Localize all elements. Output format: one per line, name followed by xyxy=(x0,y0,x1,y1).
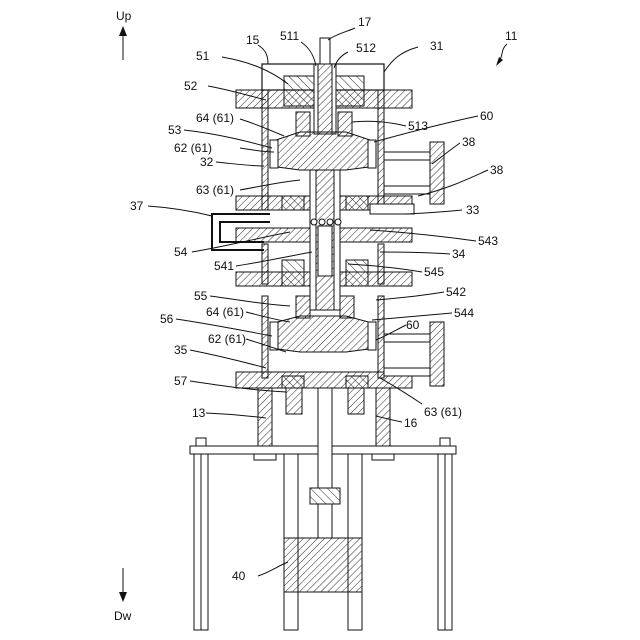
label-512: 512 xyxy=(356,41,376,55)
label-13: 13 xyxy=(192,406,206,420)
label-60-upper: 60 xyxy=(480,109,494,123)
figure-ref-label: 11 xyxy=(505,29,518,43)
label-34: 34 xyxy=(452,247,466,261)
label-64-61-upper: 64 (61) xyxy=(196,111,234,125)
label-32: 32 xyxy=(200,155,214,169)
label-15: 15 xyxy=(246,33,260,47)
label-542: 542 xyxy=(446,285,466,299)
label-52: 52 xyxy=(184,79,198,93)
up-label: Up xyxy=(116,9,132,23)
label-56: 56 xyxy=(160,312,174,326)
label-63-61-upper: 63 (61) xyxy=(196,183,234,197)
label-541: 541 xyxy=(214,259,234,273)
label-31: 31 xyxy=(430,39,444,53)
label-543: 543 xyxy=(478,234,498,248)
label-53: 53 xyxy=(168,123,182,137)
down-arrow xyxy=(119,568,127,602)
label-54: 54 xyxy=(174,245,188,259)
label-62-61-lower: 62 (61) xyxy=(208,332,246,346)
down-label: Dw xyxy=(114,609,132,623)
label-62-61-upper: 62 (61) xyxy=(174,141,212,155)
upper-rotor xyxy=(270,132,376,170)
label-33: 33 xyxy=(466,203,480,217)
label-17: 17 xyxy=(358,15,372,29)
label-55: 55 xyxy=(194,289,208,303)
label-511: 511 xyxy=(280,29,299,43)
label-64-61-lower: 64 (61) xyxy=(206,305,244,319)
label-513: 513 xyxy=(408,119,428,133)
label-545: 545 xyxy=(424,265,444,279)
label-40: 40 xyxy=(232,569,246,583)
label-60-lower: 60 xyxy=(406,318,420,332)
shaft-17 xyxy=(314,38,336,134)
upper-outlet-pipe xyxy=(384,142,444,204)
drive-shaft xyxy=(310,388,340,538)
middle-shaft xyxy=(310,170,341,310)
label-38-upper: 38 xyxy=(462,135,476,149)
label-57: 57 xyxy=(174,374,188,388)
label-35: 35 xyxy=(174,343,188,357)
label-51: 51 xyxy=(196,49,210,63)
right-port-33 xyxy=(370,204,414,214)
up-arrow xyxy=(119,26,127,60)
label-544: 544 xyxy=(454,306,474,320)
motor-40 xyxy=(284,538,362,592)
label-16: 16 xyxy=(404,416,418,430)
label-63-61-lower: 63 (61) xyxy=(424,405,462,419)
label-37: 37 xyxy=(130,199,144,213)
label-38-lower: 38 xyxy=(490,163,504,177)
